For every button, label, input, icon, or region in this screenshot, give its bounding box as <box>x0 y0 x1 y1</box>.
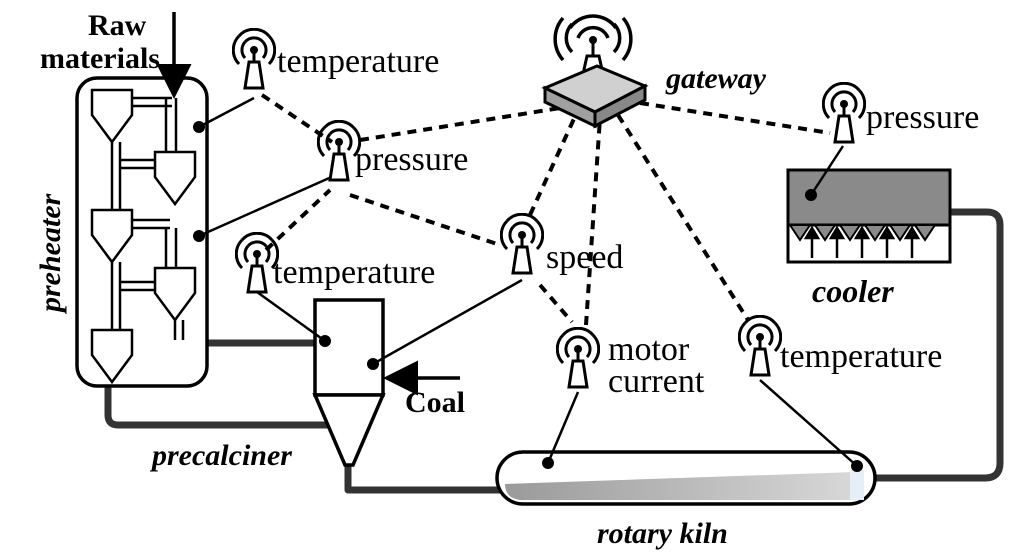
sensor-temp-preheater-icon <box>232 28 276 90</box>
pressure-cooler-label: pressure <box>866 99 979 136</box>
sensor-temp-precalciner-icon <box>235 232 279 294</box>
rotary-kiln-label: rotary kiln <box>597 517 728 550</box>
gateway-label: gateway <box>665 62 767 95</box>
preheater-ducts <box>110 96 185 340</box>
preheater-label: preheater <box>34 193 67 315</box>
cooler <box>786 168 952 264</box>
speed-label: speed <box>546 239 623 276</box>
sensor-pressure-cooler-icon <box>822 82 866 144</box>
sensor-motor-current-icon <box>556 327 600 389</box>
sensor-pressure-preheater-icon <box>317 120 361 182</box>
preheater-cyclones <box>90 88 197 385</box>
rotary-kiln <box>495 450 877 506</box>
raw-materials-label-line1: Raw <box>88 9 147 42</box>
preheater <box>75 76 209 388</box>
motor-current-label-line1: motor <box>608 331 690 368</box>
sensor-speed-icon <box>500 213 544 275</box>
temp-precalciner-label: temperature <box>273 254 435 291</box>
precalciner <box>312 298 386 467</box>
sensor-temp-kiln-icon <box>738 315 782 377</box>
cooler-label: cooler <box>812 273 894 309</box>
sensor-wires <box>198 96 858 467</box>
motor-current-label-line2: current <box>608 363 705 400</box>
precalciner-label: precalciner <box>149 439 292 472</box>
coal-label: Coal <box>405 386 465 419</box>
pressure-preheater-label: pressure <box>355 141 468 178</box>
temp-preheater-label: temperature <box>277 43 439 80</box>
temp-kiln-label: temperature <box>780 338 942 375</box>
raw-materials-label-line2: materials <box>40 42 160 75</box>
gateway-icon <box>541 14 649 129</box>
